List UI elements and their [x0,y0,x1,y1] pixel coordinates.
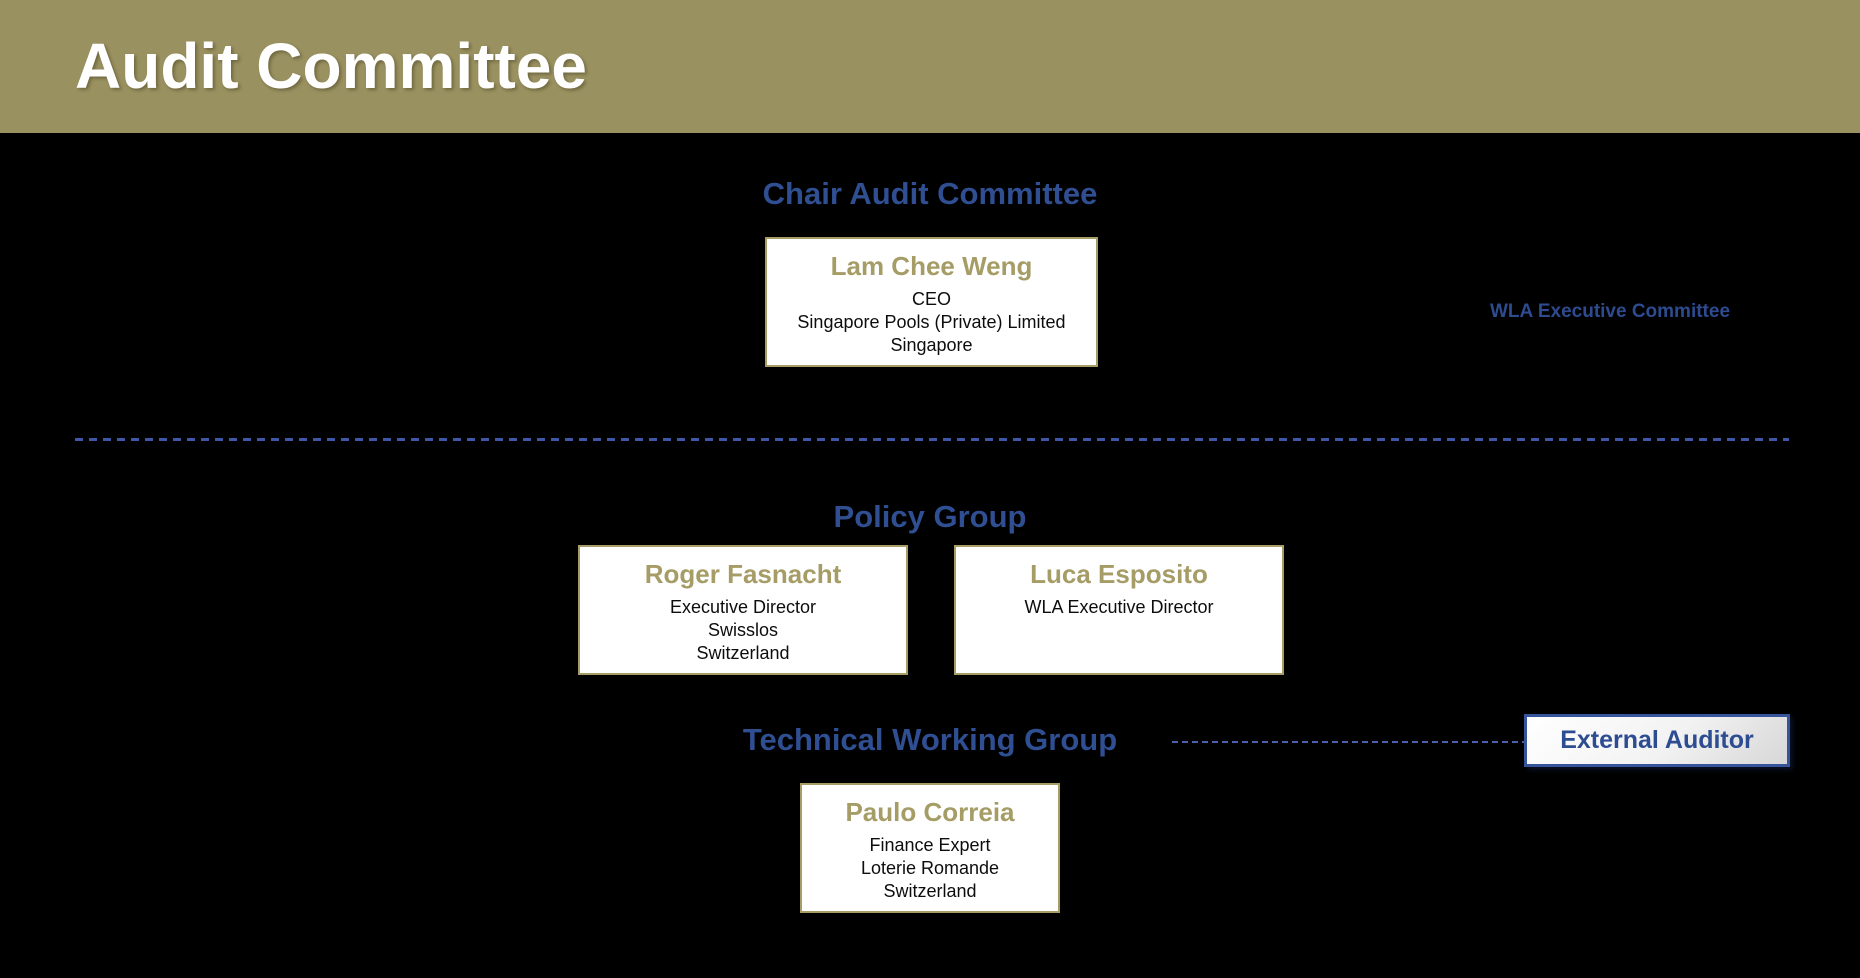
person-country: Switzerland [696,643,790,663]
person-card-luca-esposito: Luca Esposito WLA Executive Director [954,545,1284,675]
person-organization: Singapore Pools (Private) Limited [797,312,1066,332]
person-card-paulo-correia: Paulo Correia Finance Expert Loterie Rom… [800,783,1060,913]
policy-group-heading: Policy Group [833,499,1027,534]
technical-working-group-heading: Technical Working Group [742,722,1118,757]
separator-dashed-line [75,438,1789,441]
page-title: Audit Committee [75,30,587,102]
person-country: Switzerland [883,881,977,901]
person-role: Finance Expert [869,835,991,855]
external-auditor-button[interactable]: External Auditor [1524,714,1790,767]
connector-dashed-line [1172,741,1524,743]
person-name: Paulo Correia [845,797,1015,827]
person-name: Luca Esposito [1030,559,1208,589]
person-role: WLA Executive Director [1024,597,1214,617]
wla-executive-committee-label: WLA Executive Committee [1490,301,1731,322]
person-name: Roger Fasnacht [644,559,842,589]
person-role: Executive Director [669,597,817,617]
person-card-roger-fasnacht: Roger Fasnacht Executive Director Swissl… [578,545,908,675]
person-country: Singapore [890,335,973,355]
header-bar: Audit Committee [0,0,1860,133]
person-name: Lam Chee Weng [830,251,1033,281]
person-role: CEO [911,289,951,309]
person-organization: Swisslos [707,620,778,640]
chair-section-heading: Chair Audit Committee [762,176,1098,211]
person-organization: Loterie Romande [860,858,1000,878]
person-card-lam-chee-weng: Lam Chee Weng CEO Singapore Pools (Priva… [765,237,1098,367]
